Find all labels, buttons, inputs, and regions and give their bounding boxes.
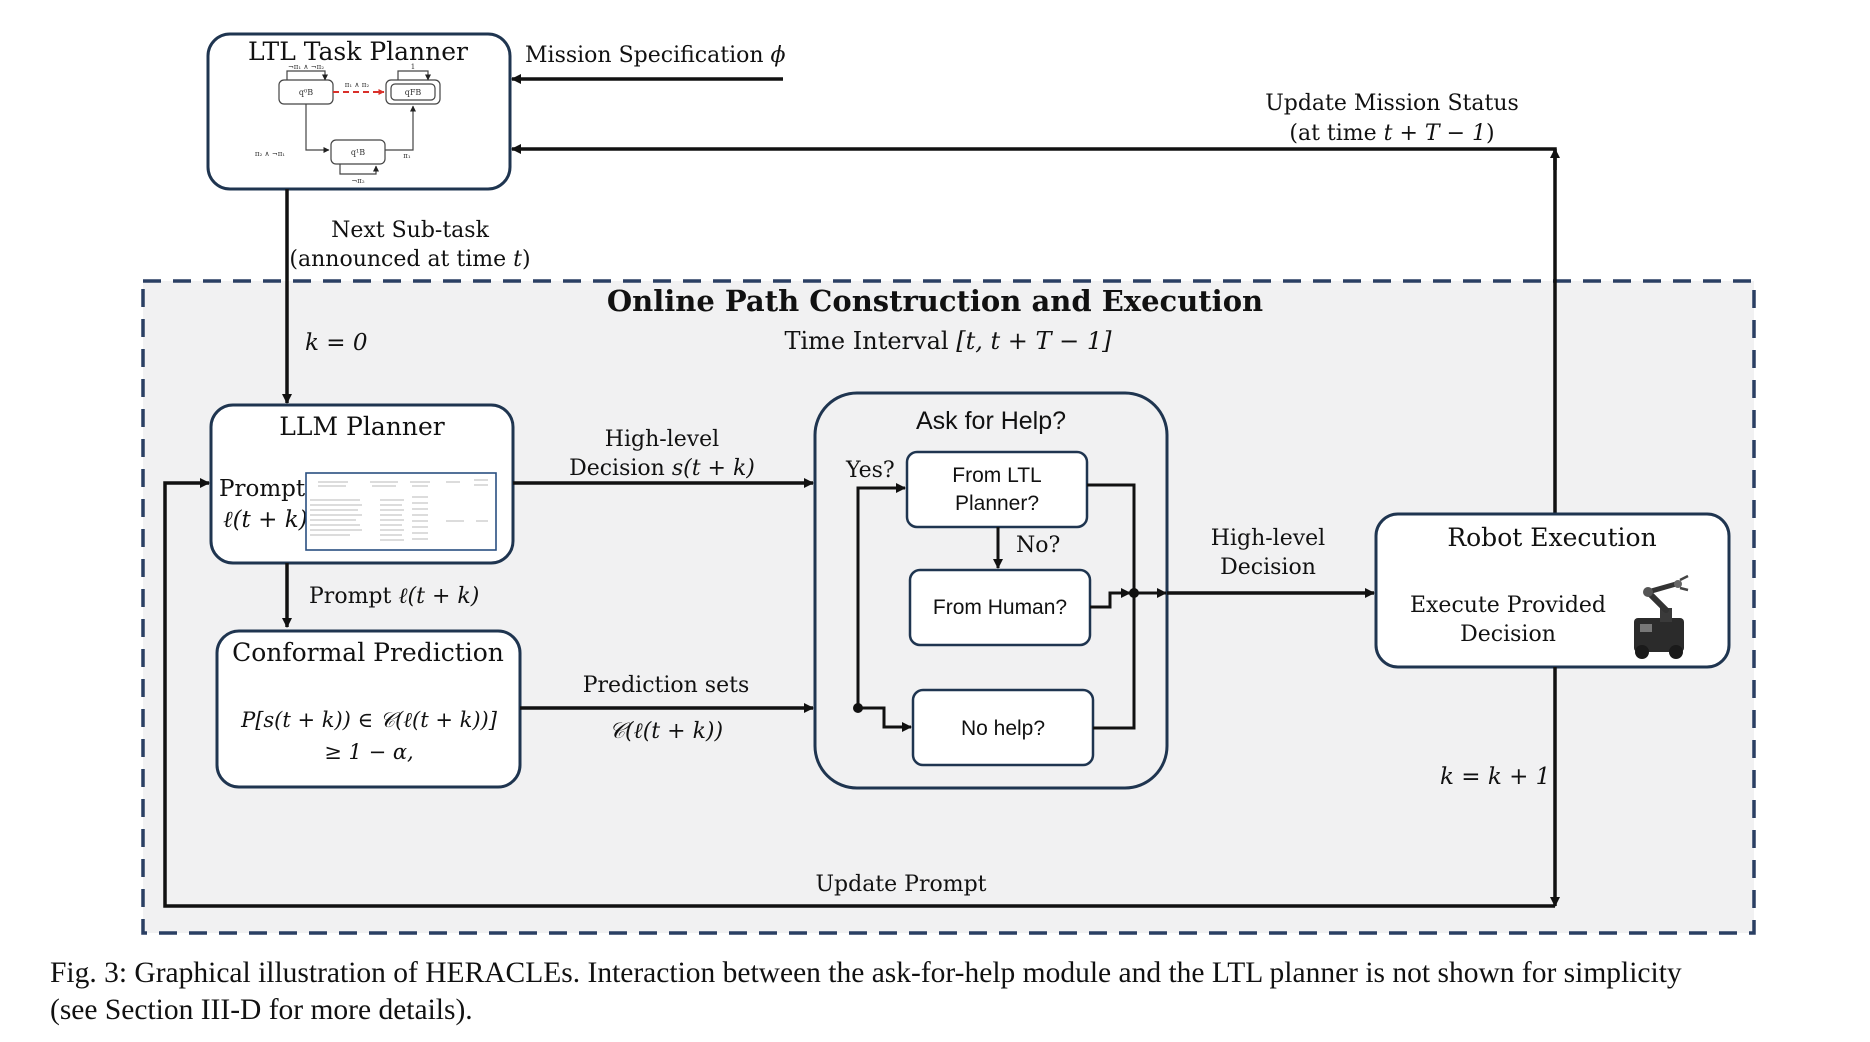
decision-edge-line2: Decision s(t + k): [569, 456, 755, 481]
no-help-label: No help?: [961, 717, 1045, 740]
conformal-prediction: Conformal Prediction P[s(t + k)) ∈ 𝒞(ℓ(t…: [215, 629, 522, 789]
state-q1: [330, 139, 386, 165]
conformal-formula-line2: ≥ 1 − α,: [324, 740, 413, 764]
prompt-thumbnail: [305, 472, 497, 551]
automaton-label-self-q1: ¬π₂: [351, 177, 364, 185]
robot-execution: Robot Execution Execute Provided Decisio…: [1374, 512, 1731, 669]
llm-planner-title: LLM Planner: [279, 412, 444, 441]
ask-junction-dot: [853, 703, 863, 713]
robot-line1: Execute Provided: [1410, 593, 1606, 618]
robot-title: Robot Execution: [1447, 523, 1656, 552]
region-interval: Time Interval [t, t + T − 1]: [784, 327, 1112, 355]
ltl-planner-title: LTL Task Planner: [248, 37, 468, 66]
state-qf-label: qFB: [405, 88, 422, 97]
figure-caption: Fig. 3: Graphical illustration of HERACL…: [50, 955, 1850, 1029]
from-ltl-line2: Planner?: [955, 492, 1039, 515]
update-status-line2: (at time t + T − 1): [1289, 121, 1494, 146]
llm-planner: LLM Planner Prompt ℓ(t + k): [209, 403, 515, 565]
automaton-diagram: [278, 70, 441, 175]
from-ltl-line1: From LTL: [952, 464, 1041, 487]
robot-line2: Decision: [1460, 622, 1556, 647]
k-update-label: k = k + 1: [1440, 764, 1550, 790]
automaton-label-edge-q0-q1: π₂ ∧ ¬π₁: [255, 150, 285, 158]
hl-decision-line1: High-level: [1211, 526, 1325, 551]
ask-nohelp-branch: [858, 706, 912, 732]
robot-arm-icon: [1634, 574, 1689, 659]
automaton-label-self-qf: 1: [411, 63, 415, 71]
merge-from-human: [1090, 588, 1131, 609]
next-subtask-line1: Next Sub-task: [331, 218, 490, 243]
ask-yes-branch: [856, 483, 906, 708]
update-prompt-label: Update Prompt: [815, 872, 986, 897]
caption-line2: (see Section III-D for more details).: [50, 994, 473, 1026]
ltl-task-planner: LTL Task Planner ¬π₁ ∧ ¬π₂ π₁ ∧ π₂ 1 π₂ …: [206, 32, 512, 191]
merge-from-ltl: [1087, 483, 1136, 730]
automaton-label-edge-q1-qf: π₁: [403, 152, 411, 160]
state-q0-label: q⁰B: [299, 88, 313, 97]
llm-prompt-math: ℓ(t + k): [223, 507, 308, 533]
yes-label: Yes?: [845, 458, 895, 483]
prompt-edge-label: Prompt ℓ(t + k): [309, 584, 479, 609]
no-label: No?: [1016, 533, 1060, 558]
ask-help-title: Ask for Help?: [916, 407, 1066, 435]
update-status-line1: Update Mission Status: [1265, 91, 1519, 116]
ask-for-help: Ask for Help? Yes? From LTL Planner? No?…: [813, 391, 1169, 790]
hl-decision-line2: Decision: [1220, 555, 1316, 580]
decision-edge-line1: High-level: [605, 427, 719, 452]
update-prompt-loop: [163, 478, 1555, 908]
next-subtask-line2: (announced at time t): [289, 247, 530, 272]
k-zero-label: k = 0: [305, 330, 367, 356]
from-human-label: From Human?: [933, 596, 1067, 619]
mission-spec-label: Mission Specification ϕ: [525, 43, 786, 68]
prediction-edge-line2: 𝒞(ℓ(t + k)): [609, 719, 723, 744]
caption-line1: Fig. 3: Graphical illustration of HERACL…: [50, 957, 1682, 989]
llm-prompt-label: Prompt: [219, 476, 306, 502]
conformal-title: Conformal Prediction: [232, 638, 504, 667]
prediction-edge-line1: Prediction sets: [583, 673, 750, 698]
automaton-label-self-q0: ¬π₁ ∧ ¬π₂: [288, 63, 324, 71]
automaton-label-edge-q0-qf: π₁ ∧ π₂: [345, 81, 370, 89]
conformal-formula-line1: P[s(t + k)) ∈ 𝒞(ℓ(t + k))]: [240, 708, 498, 732]
region-title: Online Path Construction and Execution: [607, 284, 1263, 318]
state-q1-label: q¹B: [351, 148, 365, 157]
state-qf: [385, 79, 441, 105]
